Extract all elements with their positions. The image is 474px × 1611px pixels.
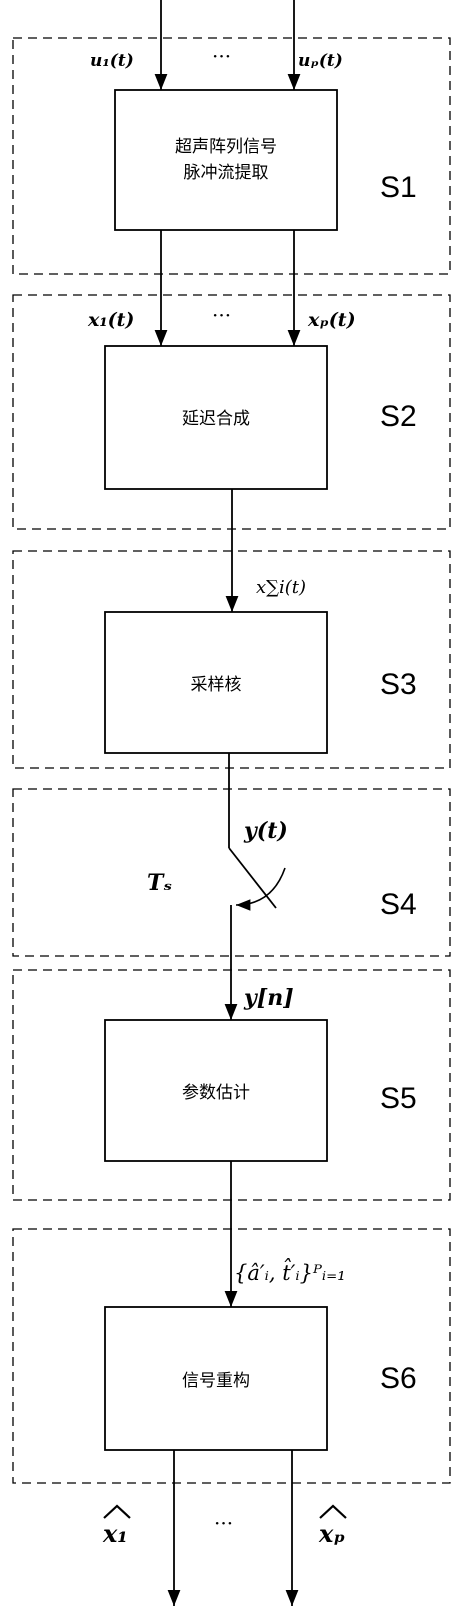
stage-s4-frame [12,788,451,957]
box-s2-text: 延迟合成 [182,409,250,429]
box-pulse-extraction [114,89,338,231]
ellipsis-top: ··· [212,44,231,68]
label-xsum: x∑i(t) [256,577,306,598]
stage-label-s5: S5 [380,1082,417,1115]
label-params: {â′ᵢ, t̂′ᵢ}ᴾᵢ₌₁ [234,1258,346,1285]
label-out-xp: xₚ [318,1519,345,1548]
stage-s1-frame [12,37,451,275]
label-yt: y(t) [243,818,288,844]
box-s5-text: 参数估计 [182,1083,250,1103]
box-delay-sum [104,345,328,490]
box-sampling-kernel [104,611,328,754]
sampler-rotation-arrow [235,867,286,911]
hat-x1 [103,1504,131,1519]
box-s1-line2: 脉冲流提取 [184,163,269,183]
stage-s3-frame [12,550,451,769]
label-x1: x₁(t) [87,309,134,331]
box-s6-text: 信号重构 [182,1371,250,1391]
label-yn: y[n] [243,985,294,1011]
ellipsis-s2: ··· [212,303,231,327]
stage-label-s6: S6 [380,1362,417,1395]
ellipsis-bottom: ··· [214,1511,233,1535]
label-up: uₚ(t) [298,51,343,71]
label-ts: Tₛ [147,870,172,896]
stage-label-s1: S1 [380,171,417,204]
hat-xp [319,1504,347,1519]
stage-label-s2: S2 [380,400,417,433]
box-s3-text: 采样核 [191,675,242,695]
label-u1: u₁(t) [90,51,134,71]
stage-label-s3: S3 [380,668,417,701]
stage-s6-frame [12,1228,451,1484]
label-out-x1: x₁ [102,1519,128,1548]
box-s1-line1: 超声阵列信号 [175,137,277,157]
box-parameter-estimation [104,1019,328,1162]
box-signal-reconstruction [104,1306,328,1451]
stage-label-s4: S4 [380,888,417,921]
sampler-switch-blade [228,847,277,909]
label-xp: xₚ(t) [307,309,356,331]
